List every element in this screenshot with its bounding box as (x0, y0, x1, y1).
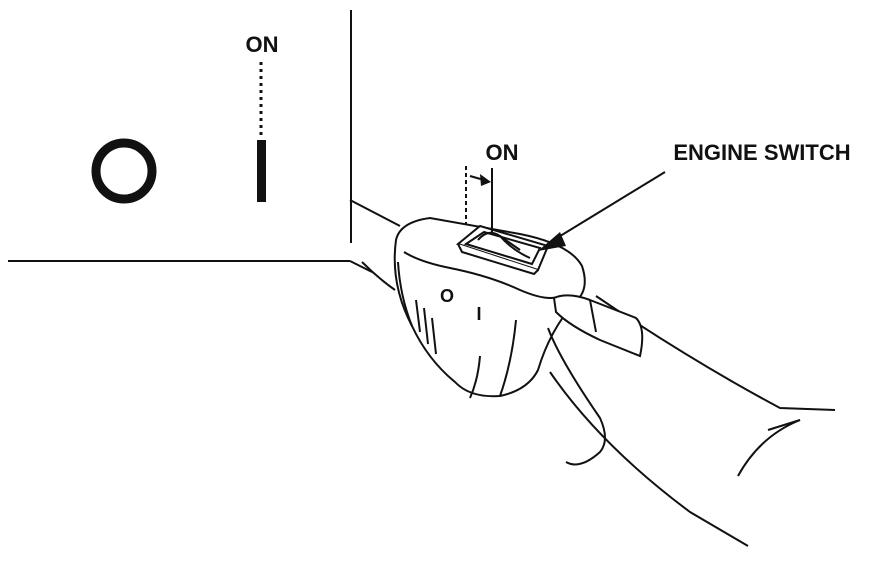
trigger-lower (547, 327, 606, 466)
inset-on-label: ON (246, 32, 279, 57)
inset-frame (8, 10, 373, 273)
handlebar-shaft (349, 199, 401, 291)
housing-off-symbol: O (440, 286, 454, 306)
switch-on-indicator (465, 166, 493, 232)
housing-on-symbol: I (476, 304, 481, 324)
housing-symbols: O I (440, 286, 482, 324)
engine-switch-label: ENGINE SWITCH (673, 140, 850, 165)
inset-symbols (91, 62, 266, 204)
inset-off-symbol (91, 138, 157, 204)
engine-switch-leader (538, 171, 666, 251)
inset-on-symbol (257, 140, 266, 202)
throttle-trigger (552, 294, 644, 358)
switch-on-label: ON (486, 140, 519, 165)
rocker-switch[interactable] (455, 224, 550, 276)
